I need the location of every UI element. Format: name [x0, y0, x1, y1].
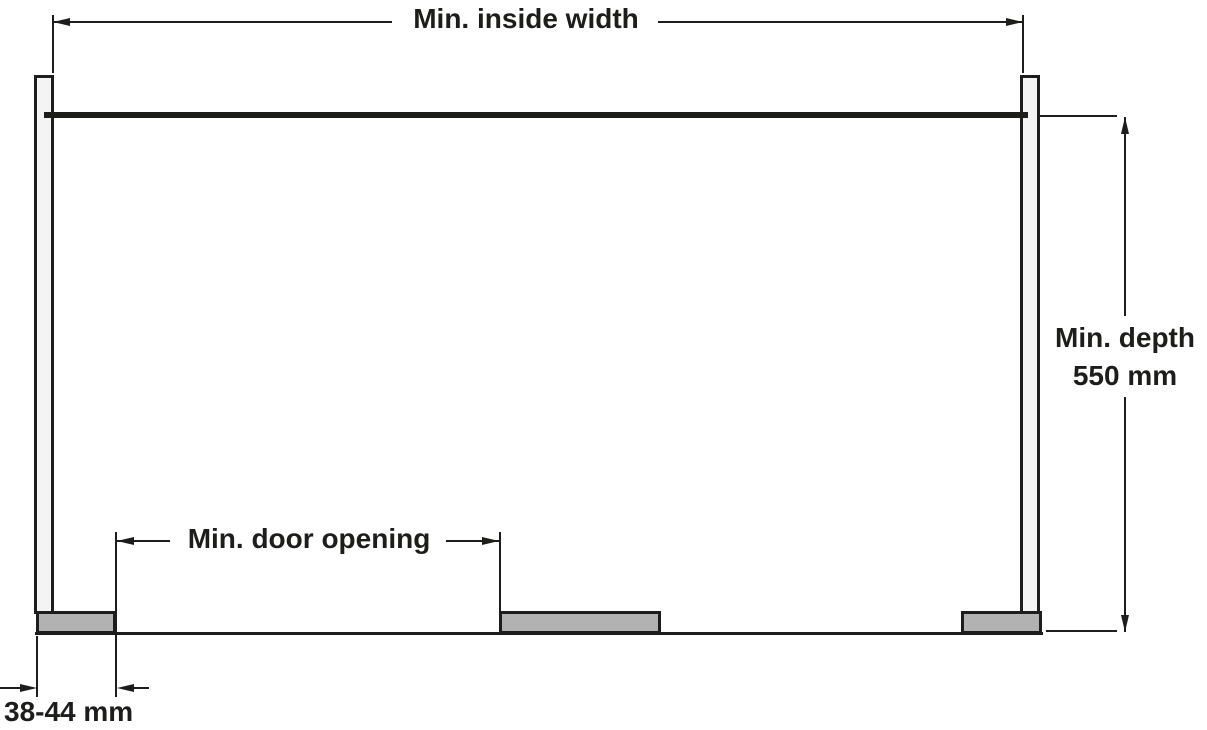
door-opening-arrowhead-right	[482, 537, 499, 545]
inside-width-dimline-left	[53, 21, 392, 23]
front-thickness-extension-left	[36, 636, 38, 697]
inside-width-dimline-right	[658, 21, 1023, 23]
rear-rail	[44, 112, 1028, 118]
door-opening-extension-right	[499, 532, 501, 611]
depth-extension-top	[1040, 115, 1117, 117]
depth-extension-bottom	[1046, 630, 1117, 632]
depth-dimline-bottom	[1124, 397, 1126, 632]
middle-front-block	[499, 611, 661, 634]
depth-arrowhead-down	[1121, 615, 1129, 632]
right-side-panel	[1020, 75, 1040, 614]
inside-width-label: Min. inside width	[413, 3, 639, 34]
front-thickness-label: 38-44 mm	[4, 696, 134, 727]
front-thickness-arrowhead-left	[117, 684, 134, 692]
depth-label-line1: Min. depth	[1055, 322, 1195, 353]
right-front-block	[961, 611, 1042, 634]
depth-label: Min. depth 550 mm	[1038, 319, 1207, 395]
depth-label-line2: 550 mm	[1072, 360, 1178, 391]
left-front-block	[36, 611, 116, 634]
inside-width-arrowhead-right	[1006, 18, 1023, 26]
door-opening-dimline-right	[446, 540, 499, 542]
front-thickness-dimline-right	[133, 687, 149, 689]
inside-width-extension-right	[1022, 15, 1024, 73]
front-thickness-arrowhead-right	[20, 684, 37, 692]
front-thickness-dimline-left	[0, 687, 21, 689]
door-opening-label: Min. door opening	[187, 523, 431, 554]
inside-width-extension-left	[52, 15, 54, 73]
left-side-panel	[34, 75, 54, 614]
door-opening-extension-left	[115, 532, 117, 697]
depth-dimline-top	[1124, 117, 1126, 316]
door-opening-dimline-left	[117, 540, 170, 542]
